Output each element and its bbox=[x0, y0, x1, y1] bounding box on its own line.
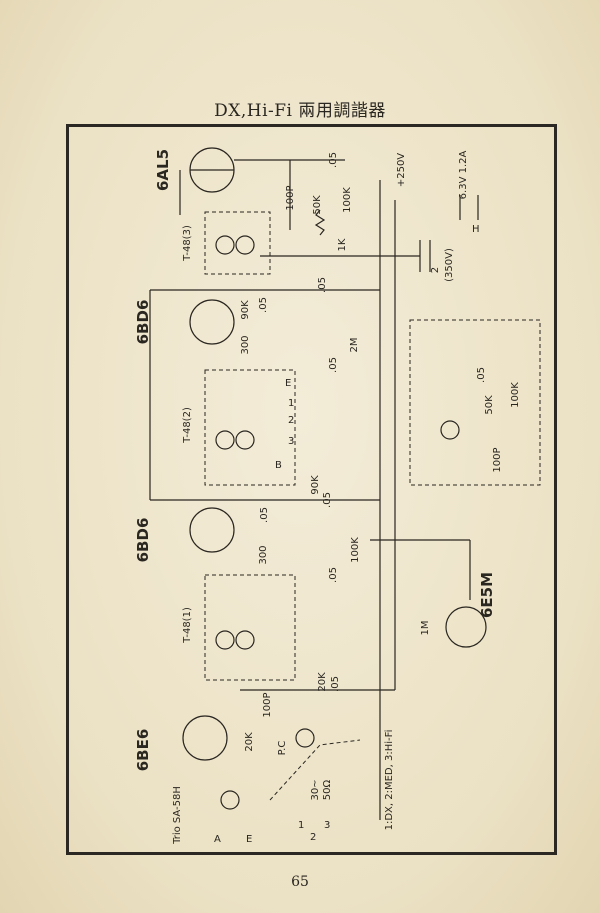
label-r-30: 30~ bbox=[310, 779, 321, 800]
terminal-e2: E bbox=[246, 834, 252, 845]
transformer-label-1: T-48(1) bbox=[182, 607, 193, 644]
label-r-100k-b: 100K bbox=[350, 537, 361, 563]
tube-label-6be6: 6BE6 bbox=[134, 729, 152, 772]
schematic-frame bbox=[66, 124, 557, 855]
label-pc: P.C bbox=[277, 741, 288, 756]
coil bbox=[215, 430, 235, 450]
tube-label-6bd6-upper: 6BD6 bbox=[134, 300, 152, 345]
terminal-2: 2 bbox=[288, 415, 294, 426]
coil bbox=[220, 790, 240, 810]
label-c-05-d: .05 bbox=[259, 507, 270, 523]
switch-pos-2: 2 bbox=[310, 832, 316, 843]
inset-label-50k: 50K bbox=[484, 395, 495, 415]
label-c-05-b: .05 bbox=[328, 357, 339, 373]
label-r-1m: 1M bbox=[420, 621, 431, 636]
tube-6bd6-upper bbox=[189, 299, 235, 345]
label-r-50k: 50K bbox=[312, 195, 323, 215]
inset-box bbox=[409, 319, 541, 486]
label-h: H bbox=[472, 224, 480, 235]
label-c-100p-top: 100P bbox=[285, 185, 296, 210]
transformer-box-1 bbox=[204, 574, 296, 681]
coil bbox=[215, 235, 235, 255]
coil bbox=[235, 630, 255, 650]
coil bbox=[215, 630, 235, 650]
transformer-box-3 bbox=[204, 211, 271, 275]
tube-6e5m bbox=[445, 606, 487, 648]
label-c-05-f: .05 bbox=[330, 676, 341, 692]
tube-label-6e5m: 6E5M bbox=[478, 572, 496, 618]
label-r-1k: 1K bbox=[337, 238, 348, 251]
mode-legend: 1:DX, 2:MED, 3:Hi-Fi bbox=[384, 730, 395, 831]
label-c-05-c: .05 bbox=[322, 492, 333, 508]
label-r-90k-a: 90K bbox=[240, 300, 251, 320]
label-c-05-top: .05 bbox=[328, 152, 339, 168]
transformer-label-3: T-48(3) bbox=[182, 225, 193, 262]
coil bbox=[440, 420, 460, 440]
label-r-300-a: 300 bbox=[240, 335, 251, 354]
switch-pos-1: 1 bbox=[298, 820, 304, 831]
gang-link bbox=[269, 739, 361, 801]
label-heater: 6.3V 1.2A bbox=[458, 151, 469, 200]
terminal-e: E bbox=[285, 378, 291, 389]
label-r-50: 50Ω bbox=[322, 779, 333, 800]
label-r-20k-a: 20K bbox=[317, 672, 328, 692]
label-r-300-b: 300 bbox=[258, 545, 269, 564]
tube-label-6al5: 6AL5 bbox=[154, 149, 172, 191]
label-c-05-mid: .05 bbox=[317, 277, 328, 293]
oscillator-coil-label: Trio SA-58H bbox=[172, 786, 183, 845]
label-c-2: 2 bbox=[430, 267, 441, 273]
page-title: DX,Hi-Fi 兩用調諧器 bbox=[214, 101, 386, 121]
transformer-label-2: T-48(2) bbox=[182, 407, 193, 444]
label-r-2m: 2M bbox=[349, 338, 360, 353]
label-c-100p-b: 100P bbox=[262, 692, 273, 717]
coil bbox=[295, 728, 315, 748]
terminal-b: B bbox=[275, 460, 282, 471]
label-r-20k-b: 20K bbox=[244, 732, 255, 752]
switch-pos-3: 3 bbox=[324, 820, 330, 831]
inset-label-05: .05 bbox=[476, 367, 487, 383]
terminal-a: A bbox=[214, 834, 221, 845]
tube-6be6 bbox=[182, 715, 228, 761]
label-r-90k-b: 90K bbox=[310, 475, 321, 495]
label-r-100k-vol: 100K bbox=[342, 187, 353, 213]
label-c-350v: (350V) bbox=[444, 248, 455, 282]
transformer-box-2 bbox=[204, 369, 296, 486]
page-number: 65 bbox=[291, 874, 309, 890]
tube-6bd6-lower bbox=[189, 507, 235, 553]
resistor bbox=[314, 209, 326, 236]
terminal-3: 3 bbox=[288, 436, 294, 447]
inset-label-100p: 100P bbox=[492, 447, 503, 472]
terminal-1: 1 bbox=[288, 398, 294, 409]
coil bbox=[235, 235, 255, 255]
label-c-05-e: .05 bbox=[328, 567, 339, 583]
tube-label-6bd6-lower: 6BD6 bbox=[134, 518, 152, 563]
coil bbox=[235, 430, 255, 450]
label-c-05-a: .05 bbox=[258, 297, 269, 313]
label-b-plus: +250V bbox=[396, 153, 407, 187]
inset-label-100k: 100K bbox=[510, 382, 521, 408]
